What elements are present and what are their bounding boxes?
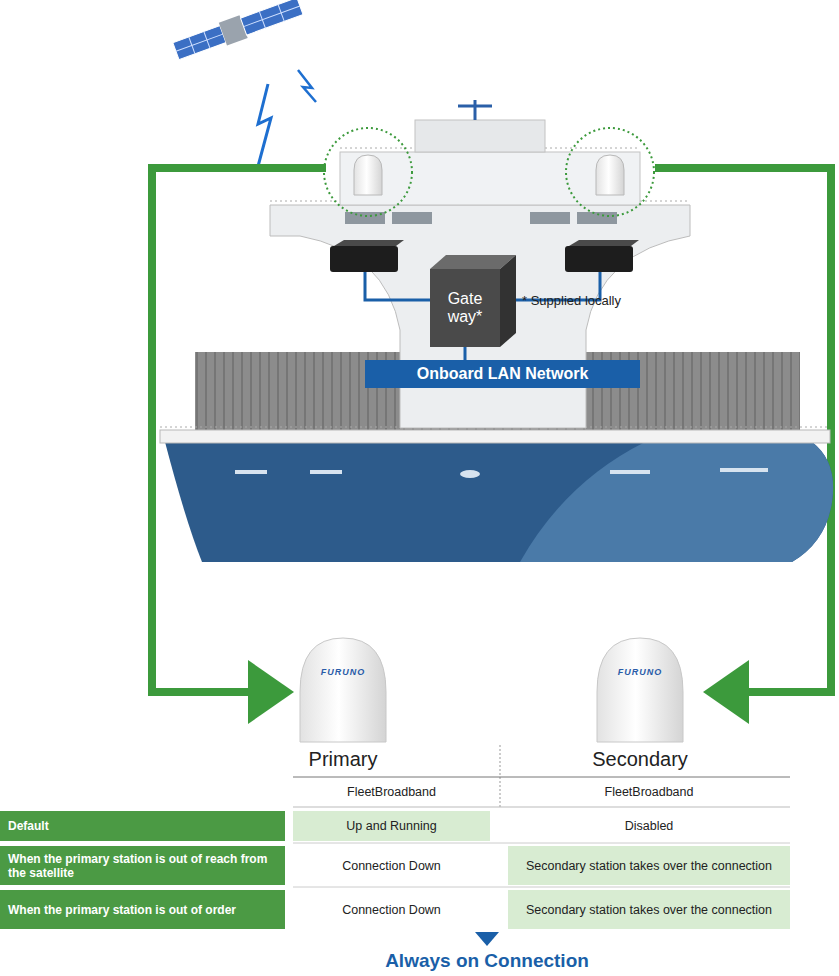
- antenna-dome: [354, 155, 382, 195]
- row-heading: When the primary station is out of reach…: [0, 846, 285, 885]
- signal-bolt: [257, 84, 271, 170]
- label-text: When the primary station is out of order: [8, 903, 236, 917]
- label-text: * Supplied locally: [522, 293, 621, 308]
- table-cell: Secondary station takes over the connect…: [508, 846, 790, 885]
- label-text: FURUNO: [618, 667, 663, 677]
- antenna-circle: [566, 128, 654, 216]
- column-heading: Primary: [253, 745, 433, 773]
- node-text: Gate way*: [440, 290, 490, 325]
- brand-mark: FURUNO: [300, 664, 386, 680]
- table-cell: FleetBroadband: [508, 779, 790, 805]
- lan-cable: [365, 272, 430, 300]
- label-text: Connection Down: [342, 903, 441, 917]
- signal-bolt: [298, 70, 316, 102]
- arrow-head: [248, 660, 294, 724]
- table-cell: Connection Down: [293, 890, 490, 929]
- brand-mark: FURUNO: [597, 664, 683, 680]
- antenna-circle: [324, 128, 412, 216]
- caption: Always on Connection: [287, 949, 687, 973]
- label-text: Primary: [309, 748, 378, 771]
- node-text: Onboard LAN Network: [417, 365, 589, 382]
- label-text: FURUNO: [321, 667, 366, 677]
- label-text: When the primary station is out of reach…: [8, 852, 277, 880]
- gateway-label: Gate way*: [430, 269, 500, 347]
- deck: [160, 430, 830, 443]
- label-text: Up and Running: [346, 819, 436, 833]
- table-cell: Disabled: [508, 811, 790, 841]
- table-cell: Secondary station takes over the connect…: [508, 890, 790, 929]
- label-text: FleetBroadband: [605, 785, 694, 799]
- table-cell: Connection Down: [293, 846, 490, 885]
- row-heading: Default: [0, 811, 285, 841]
- antenna-dome: [596, 155, 624, 195]
- primary-dome: [300, 638, 386, 742]
- label-text: Disabled: [625, 819, 674, 833]
- connector-line: [464, 347, 467, 360]
- lan-band: Onboard LAN Network: [365, 360, 640, 388]
- table-cell: FleetBroadband: [293, 779, 490, 805]
- bridge: [340, 152, 640, 205]
- gateway-box: Gate way*: [430, 255, 516, 347]
- caption-text: Always on Connection: [385, 950, 589, 972]
- label-text: Default: [8, 819, 49, 833]
- label-text: Secondary station takes over the connect…: [526, 903, 772, 917]
- footnote: * Supplied locally: [522, 290, 682, 310]
- satellite: [172, 0, 304, 63]
- hull-bow: [520, 442, 833, 562]
- row-heading: When the primary station is out of order: [0, 890, 285, 929]
- label-text: Connection Down: [342, 859, 441, 873]
- secondary-dome: [597, 638, 683, 742]
- label-text: FleetBroadband: [347, 785, 436, 799]
- superstructure: [270, 205, 690, 428]
- arrow-head: [703, 660, 749, 724]
- column-heading: Secondary: [540, 745, 740, 773]
- terminal-unit: [565, 246, 633, 272]
- hull: [165, 442, 833, 562]
- table-cell: Up and Running: [293, 811, 490, 841]
- lan-connector: [465, 347, 466, 360]
- down-triangle: [475, 932, 499, 946]
- label-text: Secondary: [592, 748, 688, 771]
- terminal-unit: [330, 246, 398, 272]
- label-text: Secondary station takes over the connect…: [526, 859, 772, 873]
